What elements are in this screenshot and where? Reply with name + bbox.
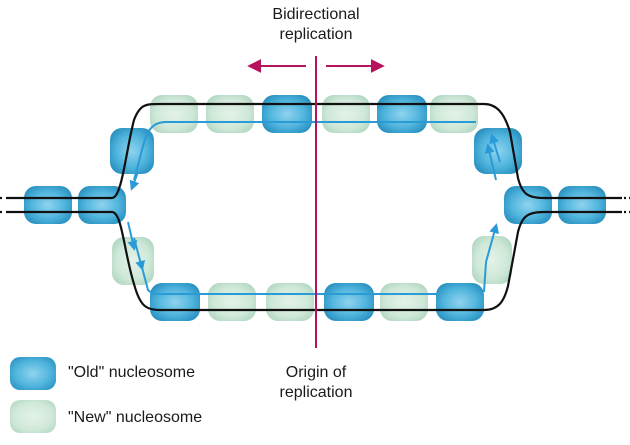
bidirectional-line2: replication — [279, 26, 353, 43]
origin-line1: Origin of — [285, 364, 347, 381]
old-nucleosome — [110, 128, 154, 174]
old-nucleosome — [324, 283, 374, 321]
new-nucleosome — [472, 236, 512, 284]
leading-strand-right-bottom — [483, 223, 499, 293]
new-nucleosome — [266, 283, 314, 321]
new-nucleosome — [208, 283, 256, 321]
top-left-small-arrow — [129, 171, 140, 191]
lagging-strand-right-top — [484, 143, 497, 181]
parental-dna — [0, 102, 630, 312]
old-nucleosome — [150, 283, 200, 321]
new-nucleosome — [380, 283, 428, 321]
leading-strand-top — [133, 121, 476, 181]
old-nucleosome — [474, 128, 522, 174]
old-nucleosome — [262, 95, 312, 133]
new-nucleosome — [322, 95, 370, 133]
bidirectional-label: Bidirectional replication — [236, 5, 396, 45]
new-nucleosome — [150, 95, 198, 133]
old-nucleosome — [377, 95, 427, 133]
legend-new-label: "New" nucleosome — [68, 409, 203, 426]
lagging-strand-left-bottom-3 — [139, 259, 438, 295]
new-nucleosome — [430, 95, 478, 133]
bidirectional-line1: Bidirectional — [272, 6, 360, 23]
legend-old-swatch — [10, 357, 56, 390]
new-dna-strands — [127, 121, 501, 295]
old-nucleosome — [24, 186, 72, 224]
old-nucleosome — [504, 186, 552, 224]
legend-new-swatch — [10, 400, 56, 433]
legend-old-label: "Old" nucleosome — [68, 364, 195, 381]
old-nucleosome — [558, 186, 606, 224]
old-nucleosomes — [24, 95, 606, 321]
new-nucleosome — [206, 95, 254, 133]
origin-line2: replication — [279, 384, 353, 401]
lagging-strand-left-bottom — [127, 221, 138, 251]
lagging-strand-right-top-2 — [489, 133, 501, 163]
old-nucleosome — [78, 186, 126, 224]
origin-label: Origin of replication — [256, 363, 376, 403]
old-nucleosome — [436, 283, 484, 321]
